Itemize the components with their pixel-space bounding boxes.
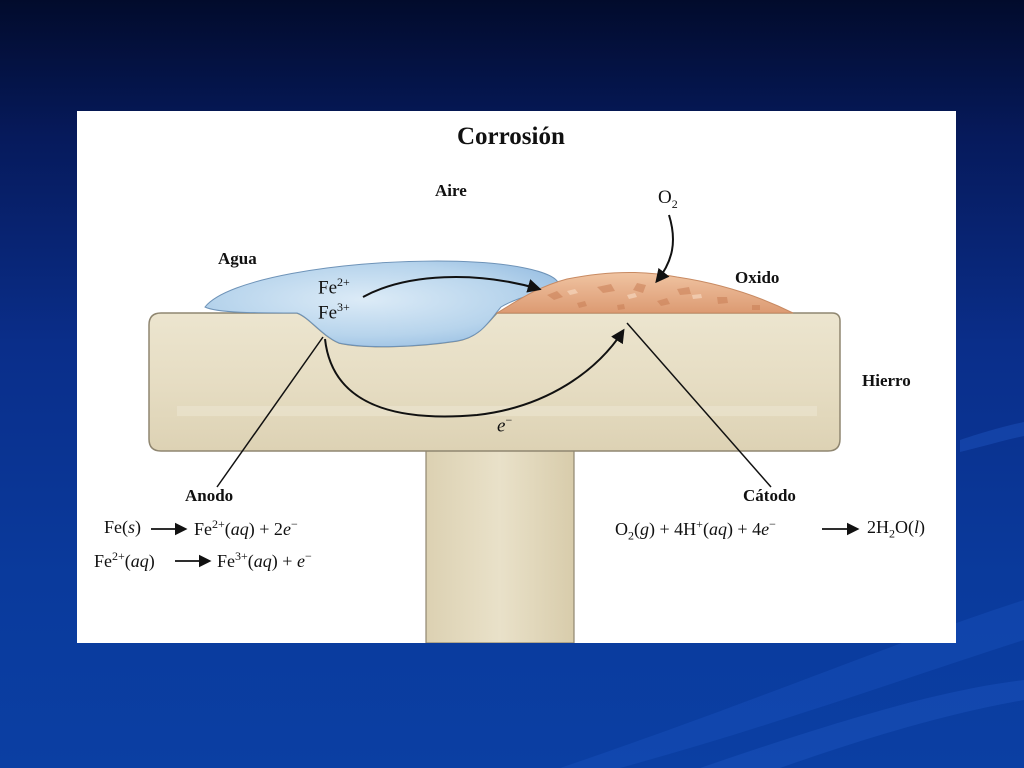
oxygen-arrow [655,214,674,284]
diagram-panel: Corrosión Aire Agua Oxido Hierro Anodo C… [77,111,956,643]
label-agua: Agua [218,249,257,268]
ion-fe2: Fe2+ [318,275,350,299]
label-oxygen: O2 [658,187,678,211]
label-oxido: Oxido [735,268,780,287]
cathode-equation-left: O2(g) + 4H+(aq) + 4e− [615,517,776,543]
label-electron: e− [497,413,513,437]
anode-leader-line [216,336,324,488]
anode-equation-2-right: Fe3+(aq) + e− [217,549,312,571]
ion-migration-arrow [362,276,542,298]
water-drop [204,260,560,348]
cathode-leader-line [626,322,772,488]
anode-equation-2-left: Fe2+(aq) [94,549,155,571]
label-aire: Aire [435,181,467,200]
label-hierro: Hierro [862,371,911,390]
iron-stem [425,448,575,643]
anode-equation-1-left: Fe(s) [104,517,142,537]
rust-texture [547,283,760,310]
label-catodo: Cátodo [743,486,796,505]
corrosion-diagram [148,214,860,643]
anode-equation-1-right: Fe2+(aq) + 2e− [194,517,298,539]
diagram-title: Corrosión [457,123,565,150]
label-anodo: Anodo [185,486,234,505]
electron-flow-arrow [324,328,625,418]
ion-fe3: Fe3+ [318,300,350,324]
iron-bar [148,312,841,452]
cathode-equation-right: 2H2O(l) [867,517,926,541]
